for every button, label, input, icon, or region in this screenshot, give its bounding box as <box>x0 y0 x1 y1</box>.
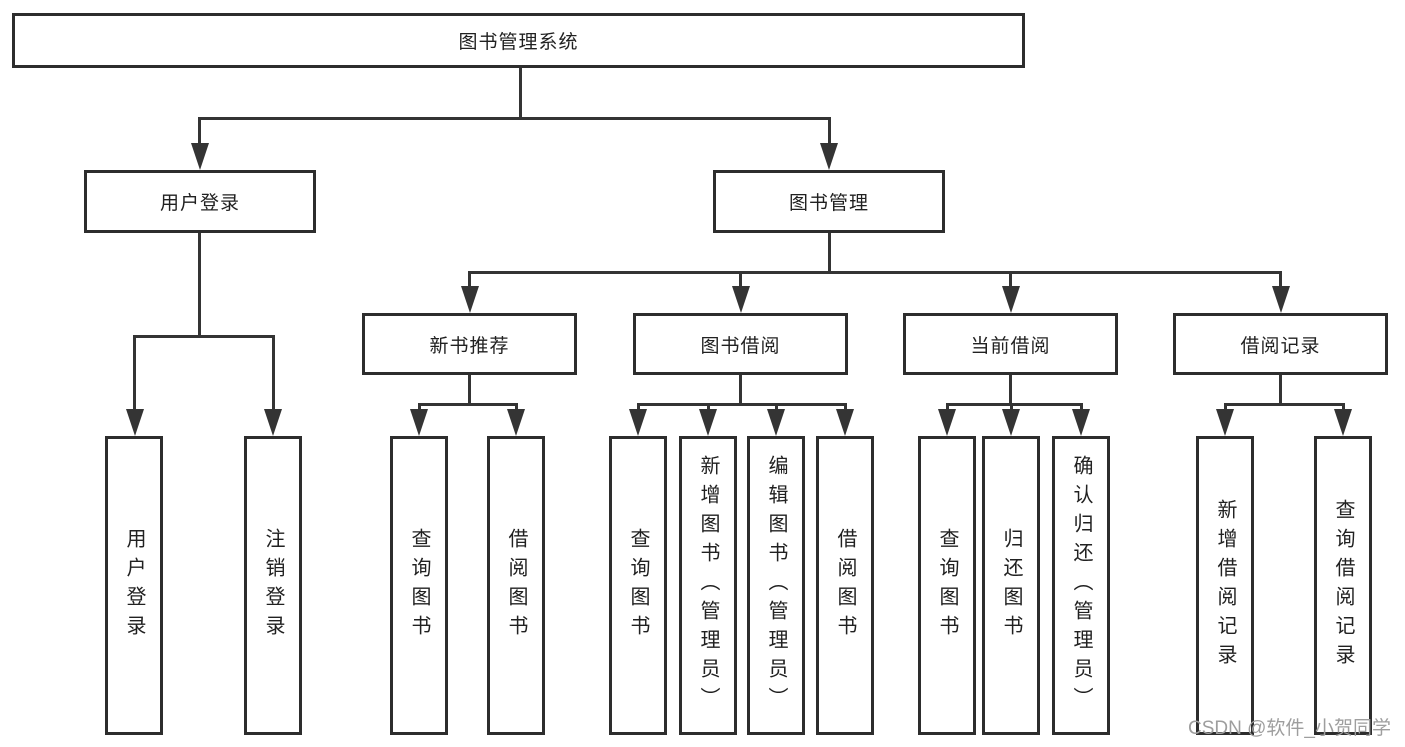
leaf-borrow-book: 借阅图书 <box>816 436 874 735</box>
leaf-recommend-borrow-books: 借阅图书 <box>487 436 545 735</box>
arrowhead-icon <box>191 143 209 170</box>
connector-vline <box>739 375 742 405</box>
node-user-login: 用户登录 <box>84 170 316 233</box>
node-label: 图书管理 <box>788 193 869 214</box>
leaf-label: 查询借阅记录 <box>1332 498 1354 673</box>
arrowhead-icon <box>938 409 956 436</box>
leaf-query-borrow-record: 查询借阅记录 <box>1314 436 1372 735</box>
connector-vline <box>1279 271 1282 289</box>
connector-vline <box>946 403 949 413</box>
connector-vline <box>198 117 201 145</box>
connector-vline <box>1279 375 1282 405</box>
connector-vline <box>1224 403 1227 413</box>
leaf-label: 新增借阅记录 <box>1214 498 1236 673</box>
connector-hline <box>946 403 1083 406</box>
connector-hline <box>637 403 847 406</box>
connector-vline <box>828 233 831 273</box>
arrowhead-icon <box>126 409 144 436</box>
arrowhead-icon <box>1334 409 1352 436</box>
arrowhead-icon <box>1002 286 1020 313</box>
leaf-return-book: 归还图书 <box>982 436 1040 735</box>
connector-hline <box>468 271 1282 274</box>
arrowhead-icon <box>732 286 750 313</box>
arrowhead-icon <box>461 286 479 313</box>
leaf-add-book-admin: 新增图书（管理员） <box>679 436 737 735</box>
csdn-watermark: CSDN @软件_小贺同学 <box>1188 718 1391 739</box>
leaf-label: 查询图书 <box>627 527 649 644</box>
node-book-management: 图书管理 <box>713 170 945 233</box>
connector-vline <box>468 375 471 405</box>
connector-vline <box>739 271 742 289</box>
connector-vline <box>519 68 522 118</box>
connector-vline <box>1010 403 1013 413</box>
connector-vline <box>1009 271 1012 289</box>
leaf-add-borrow-record: 新增借阅记录 <box>1196 436 1254 735</box>
connector-vline <box>707 403 710 413</box>
leaf-label: 借阅图书 <box>834 527 856 644</box>
node-label: 借阅记录 <box>1240 335 1321 357</box>
connector-hline <box>198 117 831 120</box>
node-label: 当前借阅 <box>970 335 1051 357</box>
connector-vline <box>133 335 136 411</box>
arrowhead-icon <box>767 409 785 436</box>
arrowhead-icon <box>264 409 282 436</box>
connector-hline <box>1224 403 1345 406</box>
connector-vline <box>468 271 471 289</box>
connector-vline <box>637 403 640 413</box>
leaf-borrow-query-books: 查询图书 <box>609 436 667 735</box>
arrowhead-icon <box>507 409 525 436</box>
connector-vline <box>828 117 831 145</box>
connector-vline <box>515 403 518 413</box>
connector-vline <box>418 403 421 413</box>
leaf-label: 借阅图书 <box>505 527 527 644</box>
arrowhead-icon <box>699 409 717 436</box>
node-current-borrow: 当前借阅 <box>903 313 1118 375</box>
node-label: 用户登录 <box>159 193 240 214</box>
connector-vline <box>1080 403 1083 413</box>
connector-hline <box>133 335 275 338</box>
leaf-edit-book-admin: 编辑图书（管理员） <box>747 436 805 735</box>
leaf-label: 注销登录 <box>262 527 284 644</box>
leaf-label: 查询图书 <box>936 527 958 644</box>
connector-vline <box>198 233 201 337</box>
connector-hline <box>418 403 518 406</box>
node-book-borrow: 图书借阅 <box>633 313 848 375</box>
arrowhead-icon <box>629 409 647 436</box>
leaf-label: 编辑图书（管理员） <box>765 455 787 716</box>
arrowhead-icon <box>1216 409 1234 436</box>
connector-vline <box>844 403 847 413</box>
node-label: 新书推荐 <box>429 335 510 357</box>
node-label: 图书借阅 <box>700 335 781 357</box>
leaf-label: 新增图书（管理员） <box>697 455 719 716</box>
leaf-label: 归还图书 <box>1000 527 1022 644</box>
arrowhead-icon <box>836 409 854 436</box>
arrowhead-icon <box>1002 409 1020 436</box>
connector-vline <box>1342 403 1345 413</box>
arrowhead-icon <box>1072 409 1090 436</box>
node-new-book-recommend: 新书推荐 <box>362 313 577 375</box>
leaf-label: 用户登录 <box>123 527 145 644</box>
arrowhead-icon <box>820 143 838 170</box>
connector-vline <box>272 335 275 411</box>
node-label: 图书管理系统 <box>458 32 579 53</box>
leaf-recommend-query-books: 查询图书 <box>390 436 448 735</box>
leaf-label: 确认归还（管理员） <box>1070 455 1092 716</box>
node-root-library-system: 图书管理系统 <box>12 13 1025 68</box>
node-borrow-records: 借阅记录 <box>1173 313 1388 375</box>
connector-vline <box>1009 375 1012 405</box>
leaf-current-query-books: 查询图书 <box>918 436 976 735</box>
leaf-label: 查询图书 <box>408 527 430 644</box>
leaf-user-login: 用户登录 <box>105 436 163 735</box>
arrowhead-icon <box>410 409 428 436</box>
connector-vline <box>775 403 778 413</box>
arrowhead-icon <box>1272 286 1290 313</box>
leaf-confirm-return-admin: 确认归还（管理员） <box>1052 436 1110 735</box>
leaf-logout-login: 注销登录 <box>244 436 302 735</box>
